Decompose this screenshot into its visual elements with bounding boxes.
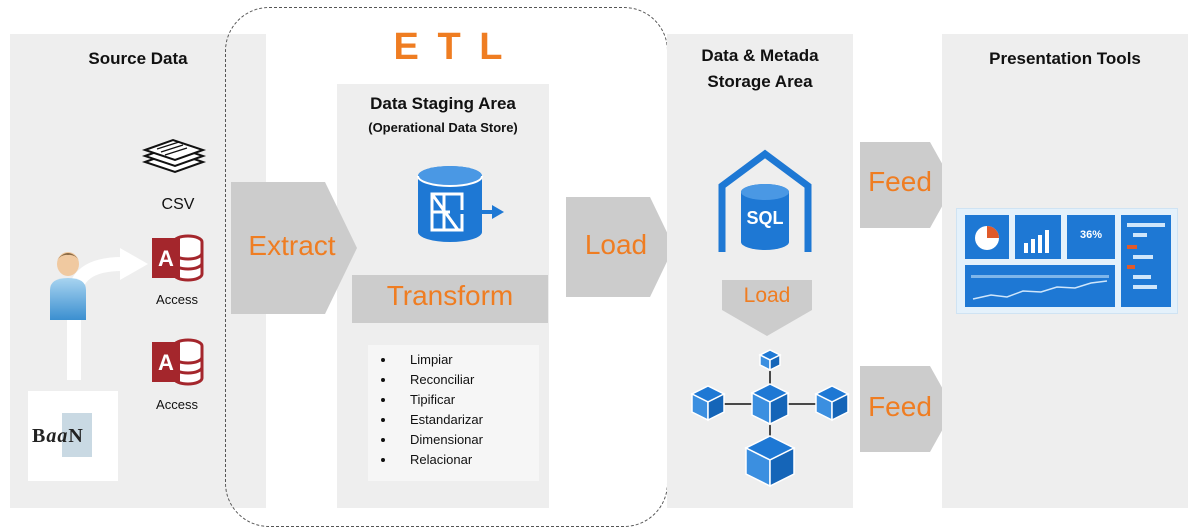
step-item: Estandarizar — [396, 410, 483, 430]
transform-bar — [352, 275, 548, 323]
storage-area-title-line2: Storage Area — [707, 72, 813, 91]
dashboard-tile-stat — [1067, 215, 1115, 259]
transform-steps-box — [368, 345, 539, 481]
csv-label: CSV — [161, 196, 195, 213]
staging-database-icon — [417, 166, 504, 242]
staging-area-subtitle: (Operational Data Store) — [368, 120, 518, 135]
access-icon: A — [152, 234, 204, 282]
access-label-2: Access — [156, 397, 198, 412]
step-item: Reconciliar — [396, 370, 483, 390]
sql-warehouse-icon — [718, 149, 812, 252]
dashboard-side-panel — [1121, 215, 1171, 307]
etl-title: E T L — [393, 26, 507, 68]
dashboard-line-panel — [965, 265, 1115, 307]
sql-icon-text: SQL — [746, 208, 784, 228]
step-item: Relacionar — [396, 450, 483, 470]
load-label: Load — [584, 229, 648, 260]
baan-logo: BaaN — [28, 391, 118, 481]
horizontal-bars-icon — [1127, 223, 1165, 289]
transform-label: Transform — [386, 280, 514, 311]
source-data-title: Source Data — [88, 49, 188, 68]
access-label-1: Access — [156, 292, 198, 307]
extract-label: Extract — [248, 230, 336, 261]
storage-area-title-line1: Data & Metada — [701, 46, 819, 65]
step-item: Dimensionar — [396, 430, 483, 450]
baan-logo-text: BaaN — [32, 425, 84, 447]
pie-chart-icon — [975, 226, 999, 250]
dashboard-icon: 36% — [956, 208, 1178, 314]
transform-steps-list: Limpiar Reconciliar Tipificar Estandariz… — [368, 350, 483, 470]
load-arrow — [566, 197, 674, 297]
line-chart-icon — [971, 275, 1109, 300]
storage-area-panel — [667, 34, 853, 508]
csv-stack-icon — [141, 138, 207, 174]
feed-arrow-top — [860, 142, 954, 228]
cube-network-icon — [690, 349, 850, 488]
staging-area-title: Data Staging Area — [370, 94, 516, 113]
feed-arrow-bottom — [860, 366, 954, 452]
svg-text:A: A — [158, 350, 174, 375]
extract-arrow — [231, 182, 357, 314]
dashboard-stat-text: 36% — [1079, 229, 1103, 241]
step-item: Limpiar — [396, 350, 483, 370]
access-icon: A — [152, 338, 204, 386]
user-icon — [50, 252, 86, 320]
feed-top-label: Feed — [868, 166, 932, 197]
feed-bottom-label: Feed — [868, 391, 932, 422]
step-item: Tipificar — [396, 390, 483, 410]
bar-chart-icon — [1024, 230, 1049, 253]
svg-text:A: A — [158, 246, 174, 271]
load-inner-label: Load — [743, 284, 791, 307]
load-down-arrow — [722, 280, 812, 336]
presentation-tools-title: Presentation Tools — [989, 49, 1141, 68]
